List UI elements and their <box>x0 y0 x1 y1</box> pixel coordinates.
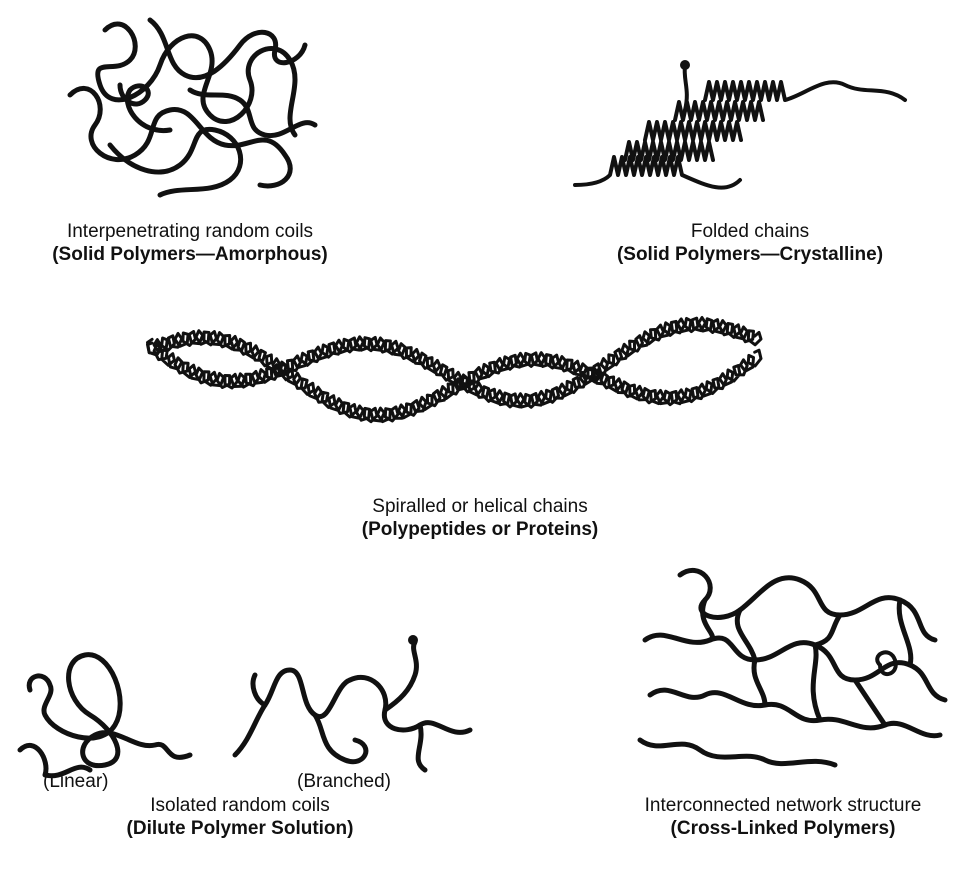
branched-coil-figure <box>225 630 485 780</box>
isolated-caption-subtitle: (Dilute Polymer Solution) <box>70 817 410 840</box>
crystalline-caption: Folded chains (Solid Polymers—Crystallin… <box>560 220 940 266</box>
amorphous-caption-title: Interpenetrating random coils <box>0 220 380 243</box>
helical-caption-title: Spiralled or helical chains <box>260 495 700 518</box>
amorphous-coils-figure <box>50 5 330 205</box>
network-caption: Interconnected network structure (Cross-… <box>600 794 966 840</box>
network-structure-figure <box>625 555 955 775</box>
network-caption-title: Interconnected network structure <box>600 794 966 817</box>
helical-chains-figure <box>140 295 780 470</box>
crystalline-caption-title: Folded chains <box>560 220 940 243</box>
linear-coil-figure <box>5 640 205 785</box>
crystalline-caption-subtitle: (Solid Polymers—Crystalline) <box>560 243 940 266</box>
isolated-caption: Isolated random coils (Dilute Polymer So… <box>70 794 410 840</box>
branched-label: (Branched) <box>297 771 391 793</box>
network-caption-subtitle: (Cross-Linked Polymers) <box>600 817 966 840</box>
helical-caption-subtitle: (Polypeptides or Proteins) <box>260 518 700 541</box>
linear-label: (Linear) <box>43 771 108 793</box>
folded-chains-figure <box>565 55 945 205</box>
amorphous-caption: Interpenetrating random coils (Solid Pol… <box>0 220 380 266</box>
isolated-caption-title: Isolated random coils <box>70 794 410 817</box>
helical-caption: Spiralled or helical chains (Polypeptide… <box>260 495 700 541</box>
amorphous-caption-subtitle: (Solid Polymers—Amorphous) <box>0 243 380 266</box>
